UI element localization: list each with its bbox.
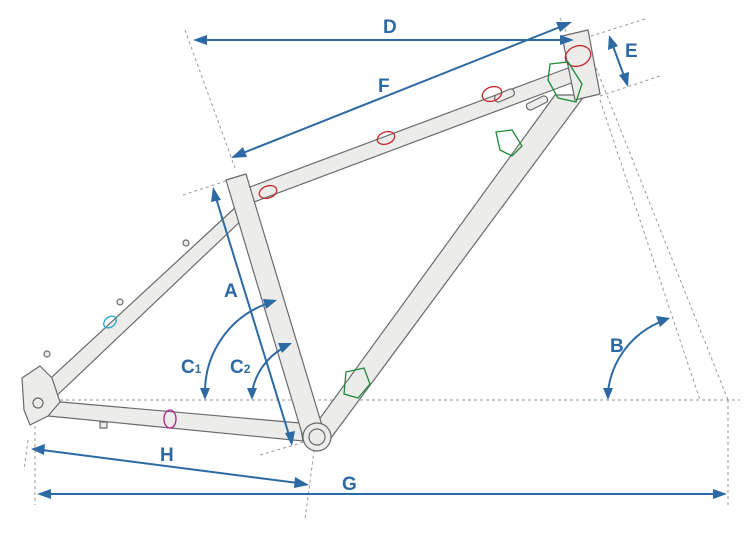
label-f: F — [378, 76, 390, 97]
weld-marker-head-tube-junction — [547, 61, 583, 103]
arrowhead-f-right — [556, 22, 572, 32]
top-tube-vent-slot — [525, 95, 549, 111]
arrowhead-b-bottom — [603, 388, 613, 400]
label-e: E — [625, 41, 638, 62]
angle-arc-c2 — [251, 347, 284, 393]
bottom-bracket-bore — [308, 428, 326, 446]
arrowhead-d-right — [560, 35, 574, 45]
weld-marker-seatstay — [103, 315, 117, 329]
arrowhead-a-top — [211, 187, 221, 202]
weld-marker-seat-cluster — [258, 184, 278, 200]
reach-left-guide — [184, 29, 236, 169]
arrowhead-a-bottom — [285, 431, 295, 446]
head-tube-axis-guide-2 — [599, 99, 701, 401]
label-c1: C1 — [181, 357, 202, 378]
rear-axle-slot — [32, 397, 44, 409]
brake-boss-upper — [182, 239, 190, 247]
arrowhead-g-right — [713, 489, 727, 499]
dimension-line-h — [41, 449, 299, 484]
guide-lines — [23, 17, 740, 521]
arrowhead-c2-bottom — [247, 388, 257, 400]
arrowhead-c2-top — [278, 343, 292, 353]
bottom-bracket-vertical-guide — [304, 419, 319, 521]
arrowhead-e-top — [608, 35, 618, 50]
arrowhead-b-top — [656, 316, 670, 327]
arrowhead-c1-top — [263, 299, 277, 309]
weld-marker-top-tube-mid — [376, 130, 396, 146]
label-a: A — [224, 281, 238, 302]
weld-marker-head-tube — [564, 44, 592, 68]
cable-stop — [99, 421, 108, 429]
arrowhead-h-left — [31, 444, 45, 455]
dimension-labels: D E F A B C1 C2 H G — [160, 17, 638, 495]
label-b: B — [610, 336, 624, 357]
weld-marker-down-tube-upper — [495, 129, 523, 157]
angle-arc-c1 — [204, 303, 267, 393]
head-tube-top-guide — [584, 17, 649, 39]
weld-marker-top-tube-front — [481, 85, 503, 103]
down-tube — [309, 94, 586, 443]
angle-arc-b — [607, 321, 661, 393]
head-tube-bottom-guide — [599, 75, 661, 97]
arrowhead-c1-bottom — [200, 388, 210, 400]
label-g: G — [342, 474, 357, 495]
arrowhead-h-right — [294, 477, 309, 488]
arrowhead-e-bottom — [619, 72, 629, 87]
seatstay — [39, 204, 247, 403]
top-tube-cable-port — [494, 88, 515, 103]
rear-dropout — [21, 365, 61, 426]
dimension-line-f — [242, 26, 561, 154]
arrowhead-f-left — [231, 147, 247, 158]
weld-marker-chainstay — [163, 409, 177, 429]
label-h: H — [160, 445, 174, 466]
brake-boss-lower — [116, 298, 124, 306]
dimension-lines — [31, 22, 727, 499]
label-c2: C2 — [230, 357, 251, 378]
dimension-line-e — [612, 45, 625, 77]
head-tube-axis-guide — [584, 39, 729, 401]
rear-axle-vertical-guide-2 — [23, 439, 29, 471]
arrowhead-d-left — [193, 35, 207, 45]
bike-frame — [21, 29, 601, 452]
weld-markers — [103, 44, 592, 429]
dropout-bolt — [43, 350, 51, 358]
label-d: D — [383, 17, 397, 38]
chainstay — [37, 399, 304, 442]
arrowhead-g-left — [37, 489, 51, 499]
dimension-line-a — [215, 197, 290, 436]
weld-marker-down-tube-lower — [343, 367, 371, 399]
